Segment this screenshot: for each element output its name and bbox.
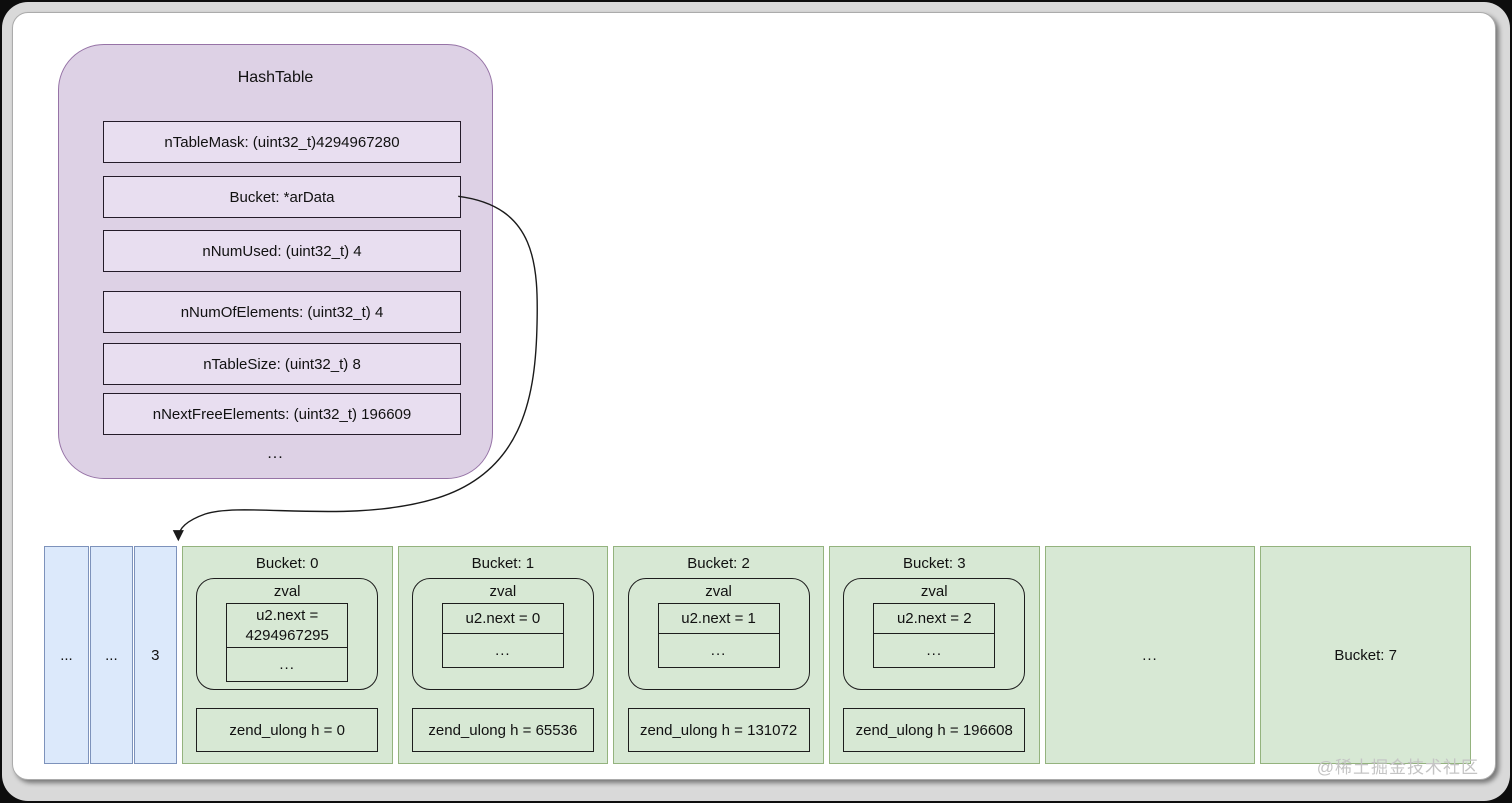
bucket-2: Bucket: 2 zval u2.next = 1 ... zend_ulon… xyxy=(613,546,824,764)
array-index-cell-2: 3 xyxy=(133,546,177,764)
bucket-2-zval-box: zval u2.next = 1 ... xyxy=(627,578,810,690)
bucket-1-zval-box: zval u2.next = 0 ... xyxy=(411,578,594,690)
bucket-0-zval-box: zval u2.next = 4294967295 ... xyxy=(196,578,379,690)
bucket-1-zval-ellipsis: ... xyxy=(495,642,511,659)
diagram-canvas: HashTable nTableMask: (uint32_t)42949672… xyxy=(12,12,1496,780)
array-index-cell-0: ... xyxy=(44,546,89,764)
field-nnumused: nNumUsed: (uint32_t) 4 xyxy=(103,230,461,272)
bucket-0-zval-ellipsis: ... xyxy=(279,656,295,673)
hashtable-struct-box: HashTable nTableMask: (uint32_t)42949672… xyxy=(58,44,493,479)
bucket-1-zval-table: u2.next = 0 ... xyxy=(441,603,564,668)
bucket-0-zval-title: zval xyxy=(273,583,301,600)
array-index-cell-1: ... xyxy=(89,546,133,764)
field-ardata-pointer: Bucket: *arData xyxy=(103,176,461,218)
bucket-3-zval-table: u2.next = 2 ... xyxy=(873,603,996,668)
bucket-2-zval-ellipsis: ... xyxy=(710,642,727,659)
bucket-0-zval-table: u2.next = 4294967295 ... xyxy=(226,603,349,682)
bucket-0-hash-box: zend_ulong h = 0 xyxy=(196,708,379,752)
bucket-0: Bucket: 0 zval u2.next = 4294967295 ... … xyxy=(181,546,393,764)
bucket-7-cell: Bucket: 7 xyxy=(1260,546,1472,764)
bucket-array-row: ... ... 3 Bucket: 0 zval u2.next = 42949… xyxy=(44,546,1472,764)
bucket-0-label: Bucket: 0 xyxy=(255,555,319,572)
bucket-2-hash-box: zend_ulong h = 131072 xyxy=(627,708,810,752)
field-nnumofelements: nNumOfElements: (uint32_t) 4 xyxy=(103,291,461,333)
bucket-1: Bucket: 1 zval u2.next = 0 ... zend_ulon… xyxy=(397,546,609,764)
field-nnextfreeelements: nNextFreeElements: (uint32_t) 196609 xyxy=(103,393,461,435)
bucket-2-zval-title: zval xyxy=(705,583,732,600)
bucket-3-hash-box: zend_ulong h = 196608 xyxy=(843,708,1026,752)
bucket-2-zval-table: u2.next = 1 ... xyxy=(657,603,780,668)
bucket-3-zval-title: zval xyxy=(920,583,948,600)
bucket-3-zval-ellipsis: ... xyxy=(926,642,943,659)
bucket-2-u2next-cell: u2.next = 1 xyxy=(658,604,779,634)
bucket-1-zval-title: zval xyxy=(489,583,517,600)
field-ntablemask: nTableMask: (uint32_t)4294967280 xyxy=(103,121,461,163)
field-ntablesize: nTableSize: (uint32_t) 8 xyxy=(103,343,461,385)
bucket-1-hash-box: zend_ulong h = 65536 xyxy=(411,708,594,752)
bucket-3-u2next-cell: u2.next = 2 xyxy=(874,604,995,634)
bucket-3-label: Bucket: 3 xyxy=(903,555,966,572)
hashtable-title: HashTable xyxy=(237,69,314,86)
bucket-0-u2next-cell: u2.next = 4294967295 xyxy=(227,604,348,648)
bucket-ellipsis-cell: ... xyxy=(1044,546,1256,764)
bucket-1-label: Bucket: 1 xyxy=(471,555,535,572)
watermark: @稀土掘金技术社区 xyxy=(1316,758,1479,777)
bucket-1-u2next-cell: u2.next = 0 xyxy=(442,604,563,634)
bucket-3-zval-box: zval u2.next = 2 ... xyxy=(843,578,1026,690)
hashtable-ellipsis: ... xyxy=(267,445,284,462)
bucket-2-label: Bucket: 2 xyxy=(687,555,750,572)
bucket-3: Bucket: 3 zval u2.next = 2 ... zend_ulon… xyxy=(828,546,1040,764)
